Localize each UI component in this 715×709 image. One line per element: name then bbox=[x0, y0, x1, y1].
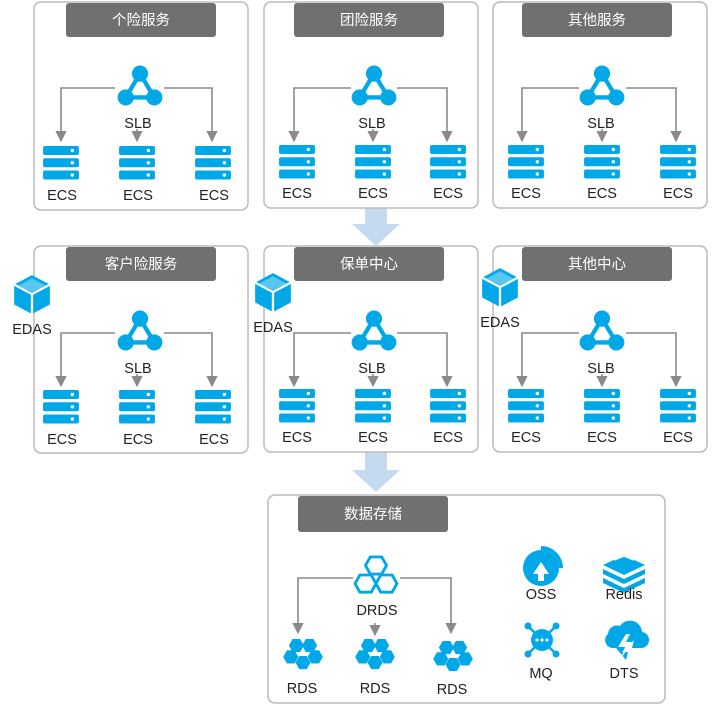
panel-title: 保单中心 bbox=[340, 256, 398, 273]
ecs-label: ECS bbox=[587, 186, 617, 202]
panel-title: 团险服务 bbox=[340, 12, 398, 29]
center-panel-3: 其他中心 SLB ECS ECS ECS bbox=[492, 245, 708, 453]
rds-label: RDS bbox=[287, 681, 318, 697]
ecs-label: ECS bbox=[123, 432, 153, 448]
ecs-icon bbox=[660, 145, 696, 179]
panel-header bbox=[294, 3, 444, 37]
ecs-icon bbox=[660, 389, 696, 423]
edas-label: EDAS bbox=[12, 322, 52, 338]
ecs-label: ECS bbox=[433, 186, 463, 202]
ecs-label: ECS bbox=[511, 430, 541, 446]
ecs-icon bbox=[508, 389, 544, 423]
panel-title: 其他服务 bbox=[568, 12, 626, 29]
oss-icon bbox=[523, 546, 563, 586]
edas-label: EDAS bbox=[253, 320, 293, 336]
panel-title: 客户险服务 bbox=[105, 256, 178, 273]
panel-title: 个险服务 bbox=[112, 12, 170, 29]
flow-arrow-services-to-centers bbox=[352, 204, 400, 246]
ecs-label: ECS bbox=[199, 432, 229, 448]
panel-header bbox=[66, 247, 216, 281]
slb-label: SLB bbox=[124, 116, 151, 132]
panel-header bbox=[522, 247, 672, 281]
rds-label: RDS bbox=[437, 682, 468, 698]
ecs-label: ECS bbox=[511, 186, 541, 202]
service-panel-2: 团险服务 SLB ECS ECS ECS bbox=[263, 1, 479, 209]
slb-label: SLB bbox=[124, 361, 151, 377]
flow-arrow-centers-to-storage bbox=[352, 450, 400, 492]
ecs-label: ECS bbox=[663, 186, 693, 202]
center-panel-2: 保单中心 SLB ECS ECS ECS bbox=[263, 245, 479, 453]
ecs-label: ECS bbox=[663, 430, 693, 446]
ecs-label: ECS bbox=[358, 430, 388, 446]
slb-label: SLB bbox=[587, 361, 614, 377]
ecs-icon bbox=[119, 146, 155, 180]
ecs-label: ECS bbox=[47, 188, 77, 204]
ecs-icon bbox=[584, 145, 620, 179]
ecs-icon bbox=[355, 145, 391, 179]
ecs-icon bbox=[508, 145, 544, 179]
rds-label: RDS bbox=[360, 681, 391, 697]
ecs-label: ECS bbox=[282, 430, 312, 446]
redis-label: Redis bbox=[605, 587, 642, 603]
ecs-icon bbox=[195, 146, 231, 180]
ecs-label: ECS bbox=[199, 188, 229, 204]
ecs-icon bbox=[43, 146, 79, 180]
ecs-icon bbox=[279, 389, 315, 423]
service-panel-3: 其他服务 SLB ECS ECS ECS bbox=[492, 1, 708, 209]
ecs-label: ECS bbox=[358, 186, 388, 202]
mq-icon bbox=[524, 622, 560, 658]
ecs-label: ECS bbox=[282, 186, 312, 202]
ecs-label: ECS bbox=[587, 430, 617, 446]
ecs-icon bbox=[430, 389, 466, 423]
storage-panel: 数据存储 DRDS RDS RDS RDS OSS Redis bbox=[267, 494, 666, 704]
redis-icon bbox=[603, 555, 645, 593]
ecs-icon bbox=[43, 390, 79, 424]
slb-label: SLB bbox=[587, 116, 614, 132]
panel-header bbox=[66, 3, 216, 37]
panel-header bbox=[294, 247, 444, 281]
panel-title: 数据存储 bbox=[344, 506, 402, 523]
panel-title: 其他中心 bbox=[568, 256, 626, 273]
mq-label: MQ bbox=[529, 666, 552, 682]
ecs-label: ECS bbox=[47, 432, 77, 448]
dts-label: DTS bbox=[610, 666, 639, 682]
center-panel-1: 客户险服务 SLB ECS ECS ECS bbox=[33, 245, 249, 454]
oss-label: OSS bbox=[526, 587, 557, 603]
ecs-icon bbox=[195, 390, 231, 424]
panel-header bbox=[522, 3, 672, 37]
ecs-label: ECS bbox=[123, 188, 153, 204]
drds-label: DRDS bbox=[356, 603, 397, 619]
slb-label: SLB bbox=[358, 116, 385, 132]
service-panel-1: 个险服务 SLB ECS ECS ECS bbox=[33, 1, 249, 211]
panel-header bbox=[298, 496, 448, 532]
dts-icon bbox=[605, 620, 650, 660]
slb-label: SLB bbox=[358, 361, 385, 377]
ecs-icon bbox=[119, 390, 155, 424]
ecs-icon bbox=[279, 145, 315, 179]
ecs-icon bbox=[430, 145, 466, 179]
ecs-label: ECS bbox=[433, 430, 463, 446]
ecs-icon bbox=[584, 389, 620, 423]
ecs-icon bbox=[355, 389, 391, 423]
edas-label: EDAS bbox=[480, 315, 520, 331]
